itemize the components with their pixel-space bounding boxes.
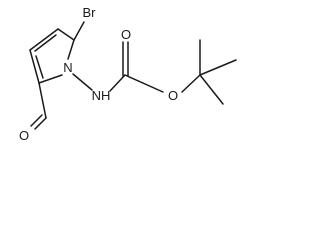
aldehyde-oxygen-label: O (19, 128, 29, 143)
pyrrole-ring (29, 28, 75, 84)
bond-c4-c5 (29, 49, 40, 84)
bond-tbu-methyl-bottom (199, 74, 224, 105)
bond-carbonyl-o-ester (124, 74, 164, 93)
ring-nitrogen-label: N (63, 60, 72, 75)
bond-n1-nh (72, 73, 93, 91)
bond-c2-br (73, 21, 85, 41)
bromine-label: Br (83, 5, 97, 20)
bond-n1-c2 (67, 39, 75, 60)
bond-nh-carbonyl (109, 74, 126, 92)
bond-c5-n1 (38, 74, 63, 84)
molecule-structure: Br N NH O O O (19, 5, 237, 143)
bond-c4-c5-inner (35, 55, 44, 79)
ester-oxygen-label: O (168, 88, 178, 103)
bond-cho-o-b (30, 114, 43, 127)
bond-c3-c4 (29, 28, 59, 51)
bond-tbu-methyl-right (199, 59, 237, 76)
carbonyl-oxygen-label: O (121, 27, 131, 42)
bond-o-tbu (181, 74, 201, 93)
nh-label: NH (92, 88, 111, 103)
bond-c2-c3 (57, 28, 75, 41)
bond-c3-c4-inner (34, 34, 57, 52)
bond-c5-cho (38, 82, 47, 119)
bond-cho-o-a (34, 117, 47, 130)
